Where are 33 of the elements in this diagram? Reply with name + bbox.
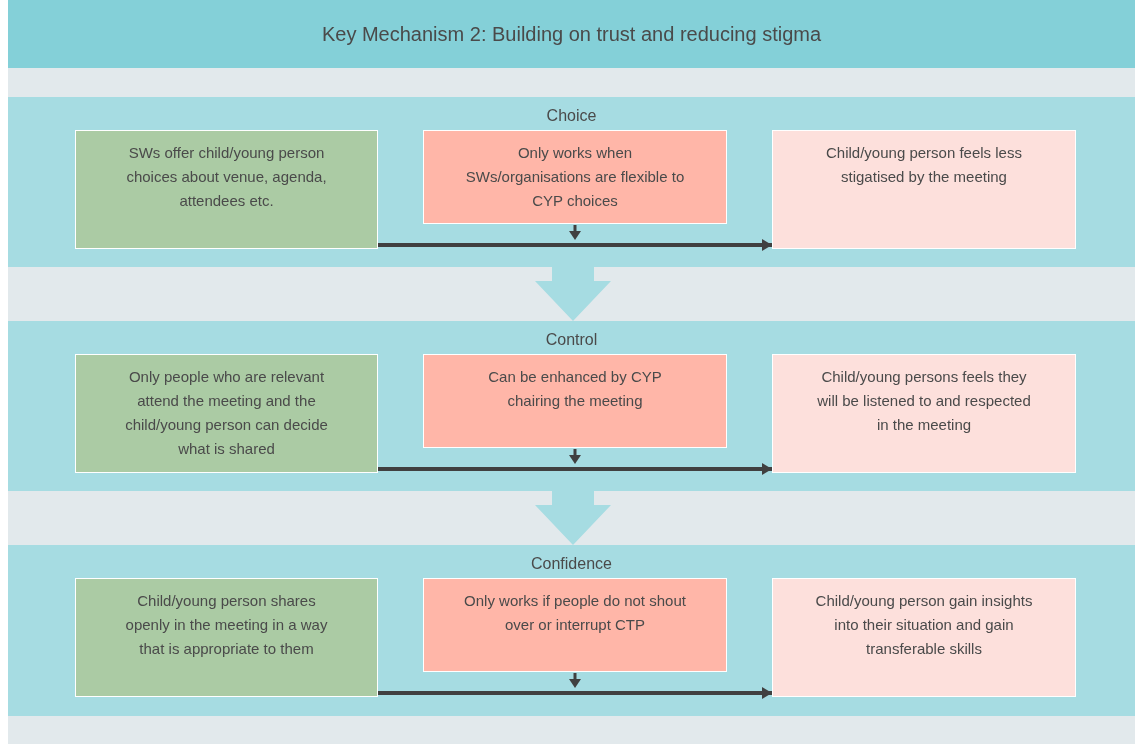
- section-heading: Confidence: [530, 554, 613, 574]
- section-heading: Choice: [545, 106, 598, 126]
- arrow: [569, 449, 581, 464]
- box-text: Only works when SWs/organisations are flexible to CYP choices: [464, 143, 686, 211]
- text-box: [423, 354, 727, 448]
- arrow: [569, 225, 581, 240]
- box-text: SWs offer child/young person choices about venue, agenda, attendees etc.: [125, 143, 328, 211]
- block-arrow: [535, 267, 611, 321]
- box-text: Child/young person feels less stigatised by the meeting: [825, 143, 1023, 187]
- box-text: Only works if people do not shout over or interrupt CTP: [463, 591, 687, 635]
- arrow: [378, 239, 772, 251]
- text-box: [75, 354, 378, 473]
- text-box: [772, 354, 1076, 473]
- text-box: [772, 130, 1076, 249]
- arrow: [378, 687, 772, 699]
- section-band: [8, 545, 1135, 716]
- section-band: [8, 321, 1135, 491]
- arrow: [569, 673, 581, 688]
- section-heading: Control: [544, 330, 599, 350]
- section-band: [8, 97, 1135, 267]
- text-box: [423, 578, 727, 672]
- box-text: Can be enhanced by CYP chairing the meeting: [487, 367, 663, 411]
- text-box: [772, 578, 1076, 697]
- text-box: [423, 130, 727, 224]
- box-text: Child/young person gain insights into their situation and gain transferable skills: [814, 591, 1034, 659]
- box-text: Child/young persons feels they will be listened to and respected in the meeting: [816, 367, 1032, 435]
- box-text: Only people who are relevant attend the meeting and the child/young person can decide what is shared: [124, 367, 329, 459]
- text-box: [75, 578, 378, 697]
- arrow: [378, 463, 772, 475]
- block-arrow: [535, 491, 611, 545]
- box-text: Child/young person shares openly in the meeting in a way that is appropriate to them: [124, 591, 329, 659]
- title: Key Mechanism 2: Building on trust and reducing stigma: [321, 22, 822, 47]
- text-box: [75, 130, 378, 249]
